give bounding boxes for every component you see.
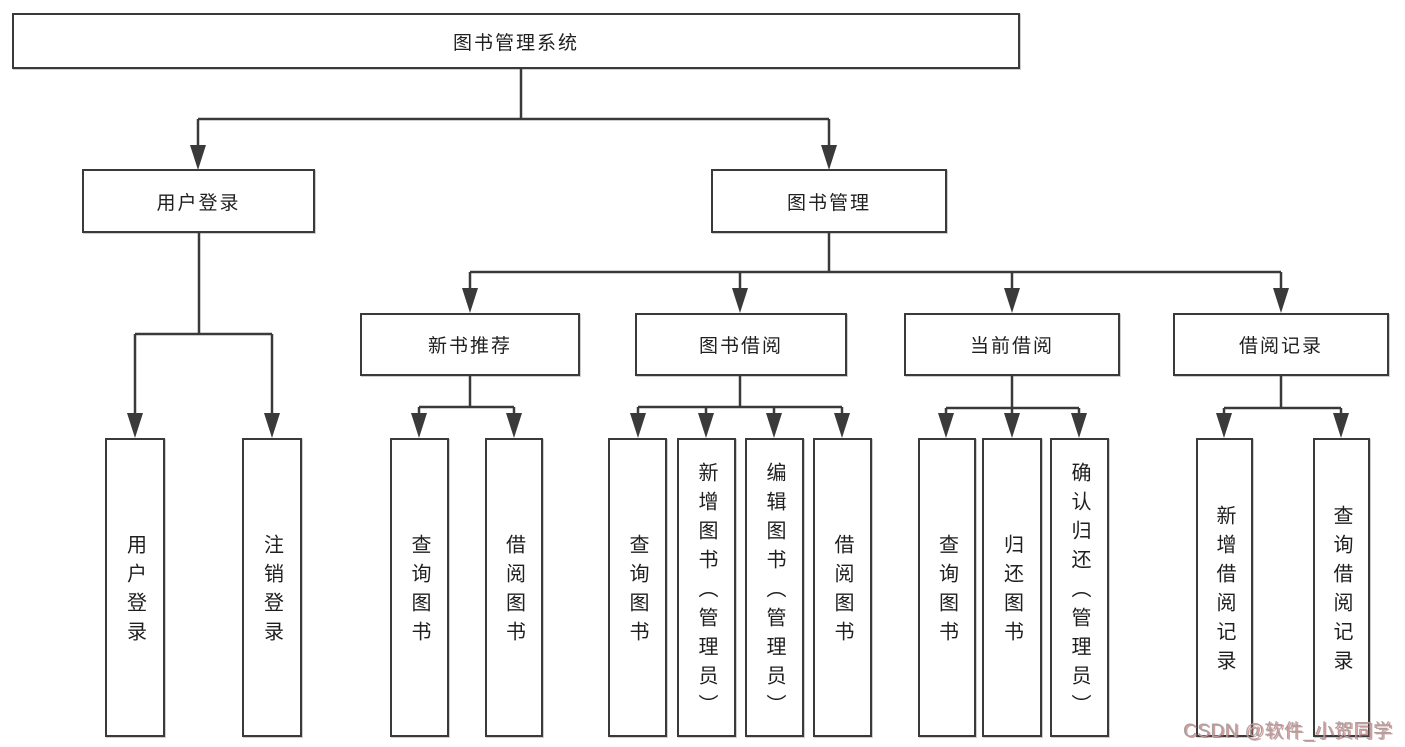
leaf-label: 确认归还（管理员） [1068, 461, 1090, 723]
node-user-login: 用户登录 [82, 169, 315, 233]
leaf-label: 归还图书 [1000, 534, 1023, 650]
node-book-management: 图书管理 [711, 169, 947, 233]
leaf-label: 注销登录 [260, 534, 283, 650]
leaf-label: 查询借阅记录 [1330, 505, 1352, 679]
node-label: 图书管理系统 [452, 32, 579, 54]
node-label: 图书管理 [786, 192, 871, 214]
node-label: 当前借阅 [969, 336, 1054, 357]
node-label: 新书推荐 [427, 336, 512, 357]
leaf-add-borrow-record: 新增借阅记录 [1196, 438, 1253, 737]
leaf-label: 查询图书 [626, 534, 648, 650]
leaf-label: 查询图书 [408, 534, 430, 650]
node-label: 借阅记录 [1238, 336, 1323, 357]
leaf-logout: 注销登录 [242, 438, 302, 737]
leaf-label: 新增借阅记录 [1213, 505, 1235, 679]
leaf-query-books-borrowing: 查询图书 [608, 438, 667, 737]
node-label: 用户登录 [156, 192, 241, 214]
node-new-book-recommendation: 新书推荐 [360, 313, 580, 376]
leaf-label: 借阅图书 [502, 534, 525, 650]
node-library-management-system: 图书管理系统 [12, 13, 1020, 69]
leaf-query-books-recommend: 查询图书 [390, 438, 449, 737]
leaf-label: 编辑图书（管理员） [763, 461, 785, 723]
leaf-query-books-current: 查询图书 [918, 438, 976, 737]
leaf-label: 借阅图书 [831, 534, 853, 650]
leaf-edit-book-admin: 编辑图书（管理员） [745, 438, 804, 737]
node-label: 图书借阅 [698, 336, 783, 357]
leaf-label: 新增图书（管理员） [695, 461, 717, 723]
leaf-query-borrow-record: 查询借阅记录 [1313, 438, 1370, 737]
watermark-text: CSDN @软件_小贺同学 [1183, 721, 1393, 742]
leaf-borrow-books-recommend: 借阅图书 [485, 438, 543, 737]
node-borrowing-records: 借阅记录 [1173, 313, 1389, 376]
leaf-label: 用户登录 [123, 534, 146, 650]
leaf-confirm-return-admin: 确认归还（管理员） [1050, 438, 1109, 737]
node-current-borrowing: 当前借阅 [904, 313, 1120, 376]
leaf-add-book-admin: 新增图书（管理员） [677, 438, 736, 737]
leaf-label: 查询图书 [935, 534, 958, 650]
leaf-return-books: 归还图书 [982, 438, 1042, 737]
leaf-borrow-books-borrowing: 借阅图书 [813, 438, 872, 737]
node-book-borrowing: 图书借阅 [635, 313, 847, 376]
leaf-user-login: 用户登录 [105, 438, 165, 737]
